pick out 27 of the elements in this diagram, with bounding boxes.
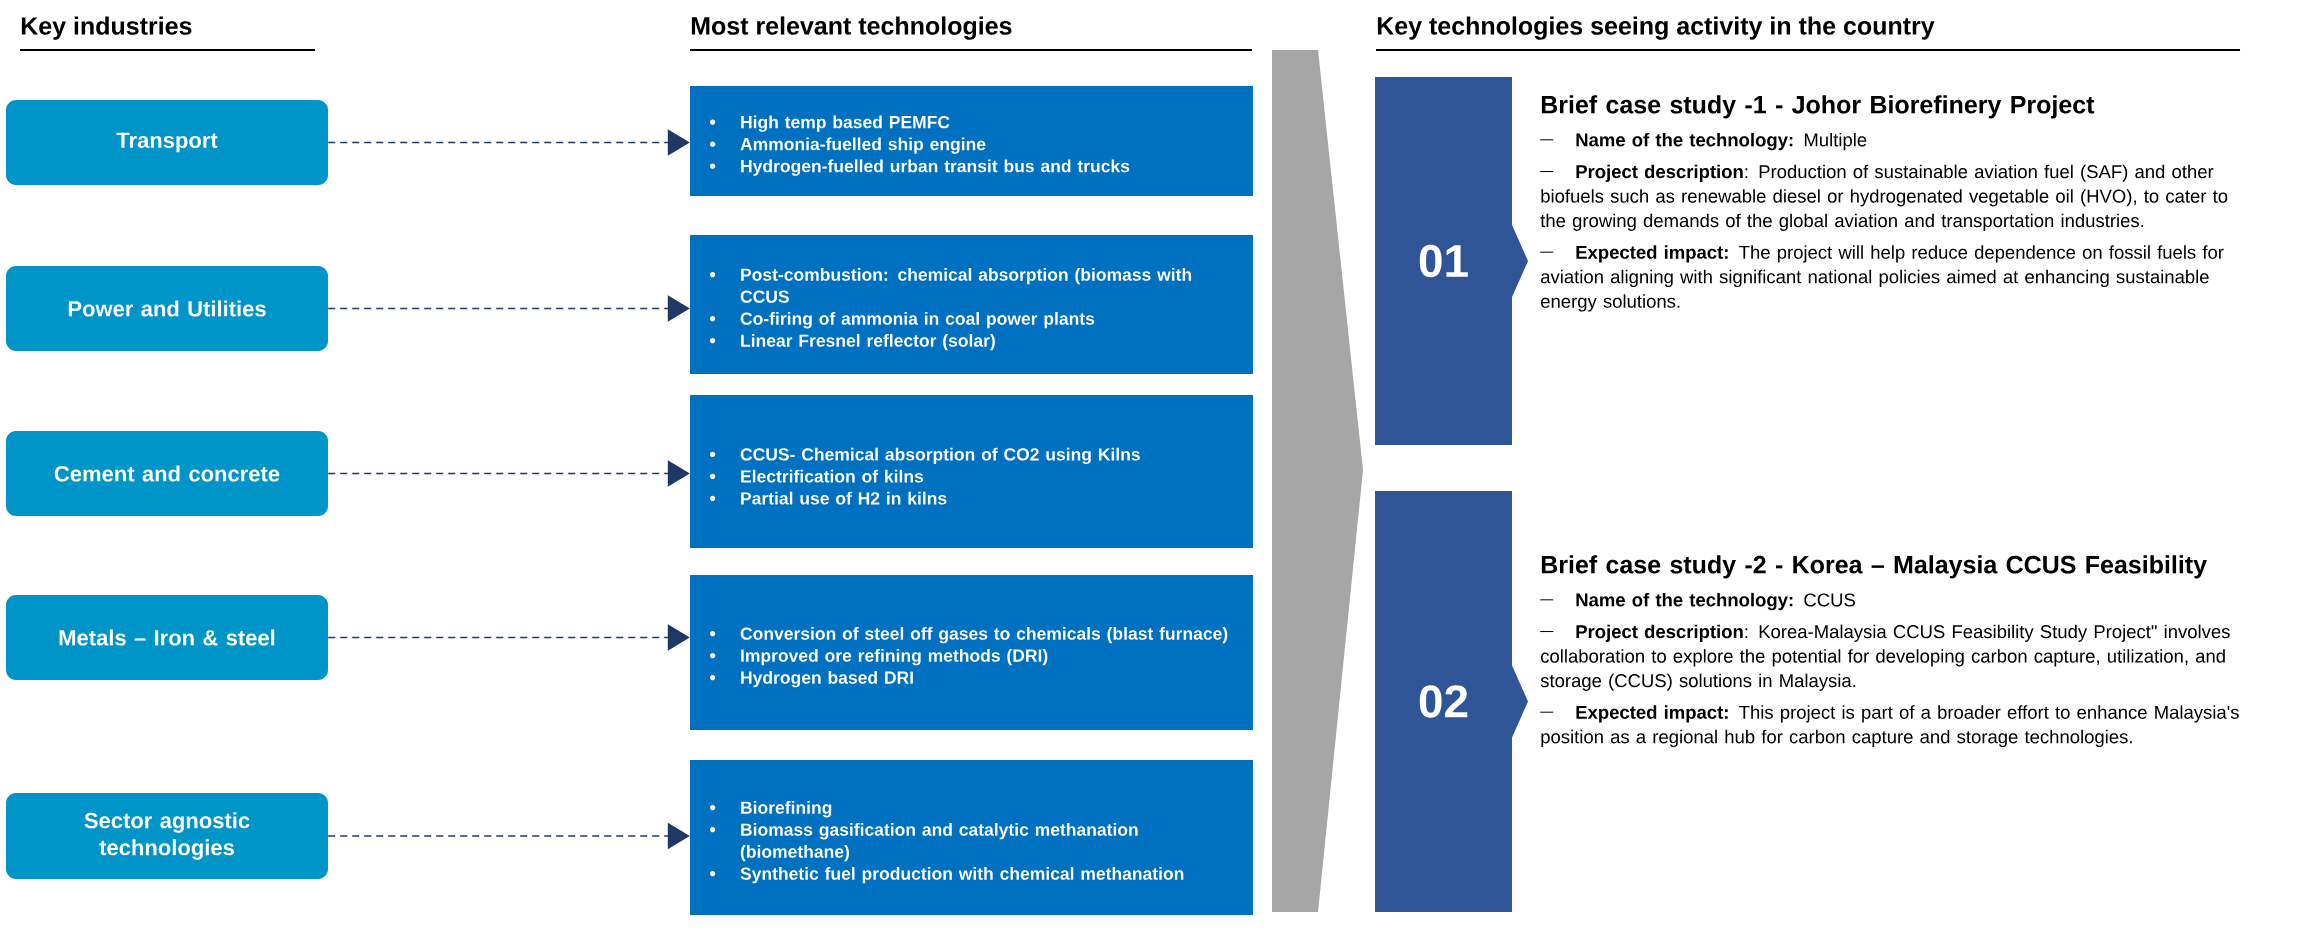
arrow: [327, 295, 690, 322]
arrow: [327, 460, 690, 487]
technology-box: Conversion of steel off gases to chemicals (blast furnace) Improved ore refining methods (DRI) Hydrogen based DRI: [690, 575, 1253, 730]
number-chevron: 01: [1375, 77, 1528, 445]
case-study-heading: Brief case study -1 - Johor Biorefinery Project: [1541, 95, 2095, 119]
case-study-bullet: Expected impact: This project is part of a broader effort to enhance Malaysia's position as a regional hub for carbon capture and storage technologies.: [1539, 705, 2239, 748]
column-heading: Key technologies seeing activity in the country: [1377, 16, 1935, 40]
case-study-bullet: Project description: Korea-Malaysia CCUS Feasibility Study Project" involves collaboration to explore the potential for developing carbon capture, utilization, and storage (CCUS) solutions in Malaysia.: [1539, 624, 2230, 691]
industry-box: Power and Utilities: [6, 266, 328, 351]
arrow: [327, 129, 690, 156]
technology-box: Biorefining Biomass gasification and catalytic methanation (biomethane) Synthetic fuel production with chemical methanation: [690, 760, 1253, 915]
industry-box: Transport: [6, 100, 328, 185]
column-heading: Key industries: [21, 16, 192, 40]
case-study-bullet: Name of the technology: CCUS: [1539, 592, 1855, 611]
technology-box: CCUS- Chemical absorption of CO2 using Kilns Electrification of kilns Partial use of H2 in kilns: [690, 395, 1253, 548]
industry-box: Sector agnostic technologies: [6, 793, 328, 879]
column-heading: Most relevant technologies: [691, 16, 1012, 40]
case-study-heading: Brief case study -2 - Korea – Malaysia CCUS Feasibility: [1541, 555, 2207, 579]
case-study-bullet: Project description: Production of sustainable aviation fuel (SAF) and other biofuels such as renewable diesel or hydrogenated vegetable oil (HVO), to cater to the growing demands of the global aviation and transportation industries.: [1539, 164, 2228, 231]
arrow: [327, 624, 690, 651]
number-chevron: 02: [1375, 491, 1528, 912]
case-study-bullet: Name of the technology: Multiple: [1539, 132, 1867, 151]
industry-box: Cement and concrete: [6, 431, 328, 516]
technology-box: High temp based PEMFC Ammonia-fuelled ship engine Hydrogen-fuelled urban transit bus and trucks: [690, 86, 1253, 196]
industry-box: Metals – Iron & steel: [6, 595, 328, 680]
technology-box: Post-combustion: chemical absorption (biomass with CCUS Co-firing of ammonia in coal power plants Linear Fresnel reflector (solar): [690, 235, 1253, 374]
case-study-bullet: Expected impact: The project will help reduce dependence on fossil fuels for aviation aligning with significant national policies aimed at enhancing sustainable energy solutions.: [1539, 245, 2224, 312]
